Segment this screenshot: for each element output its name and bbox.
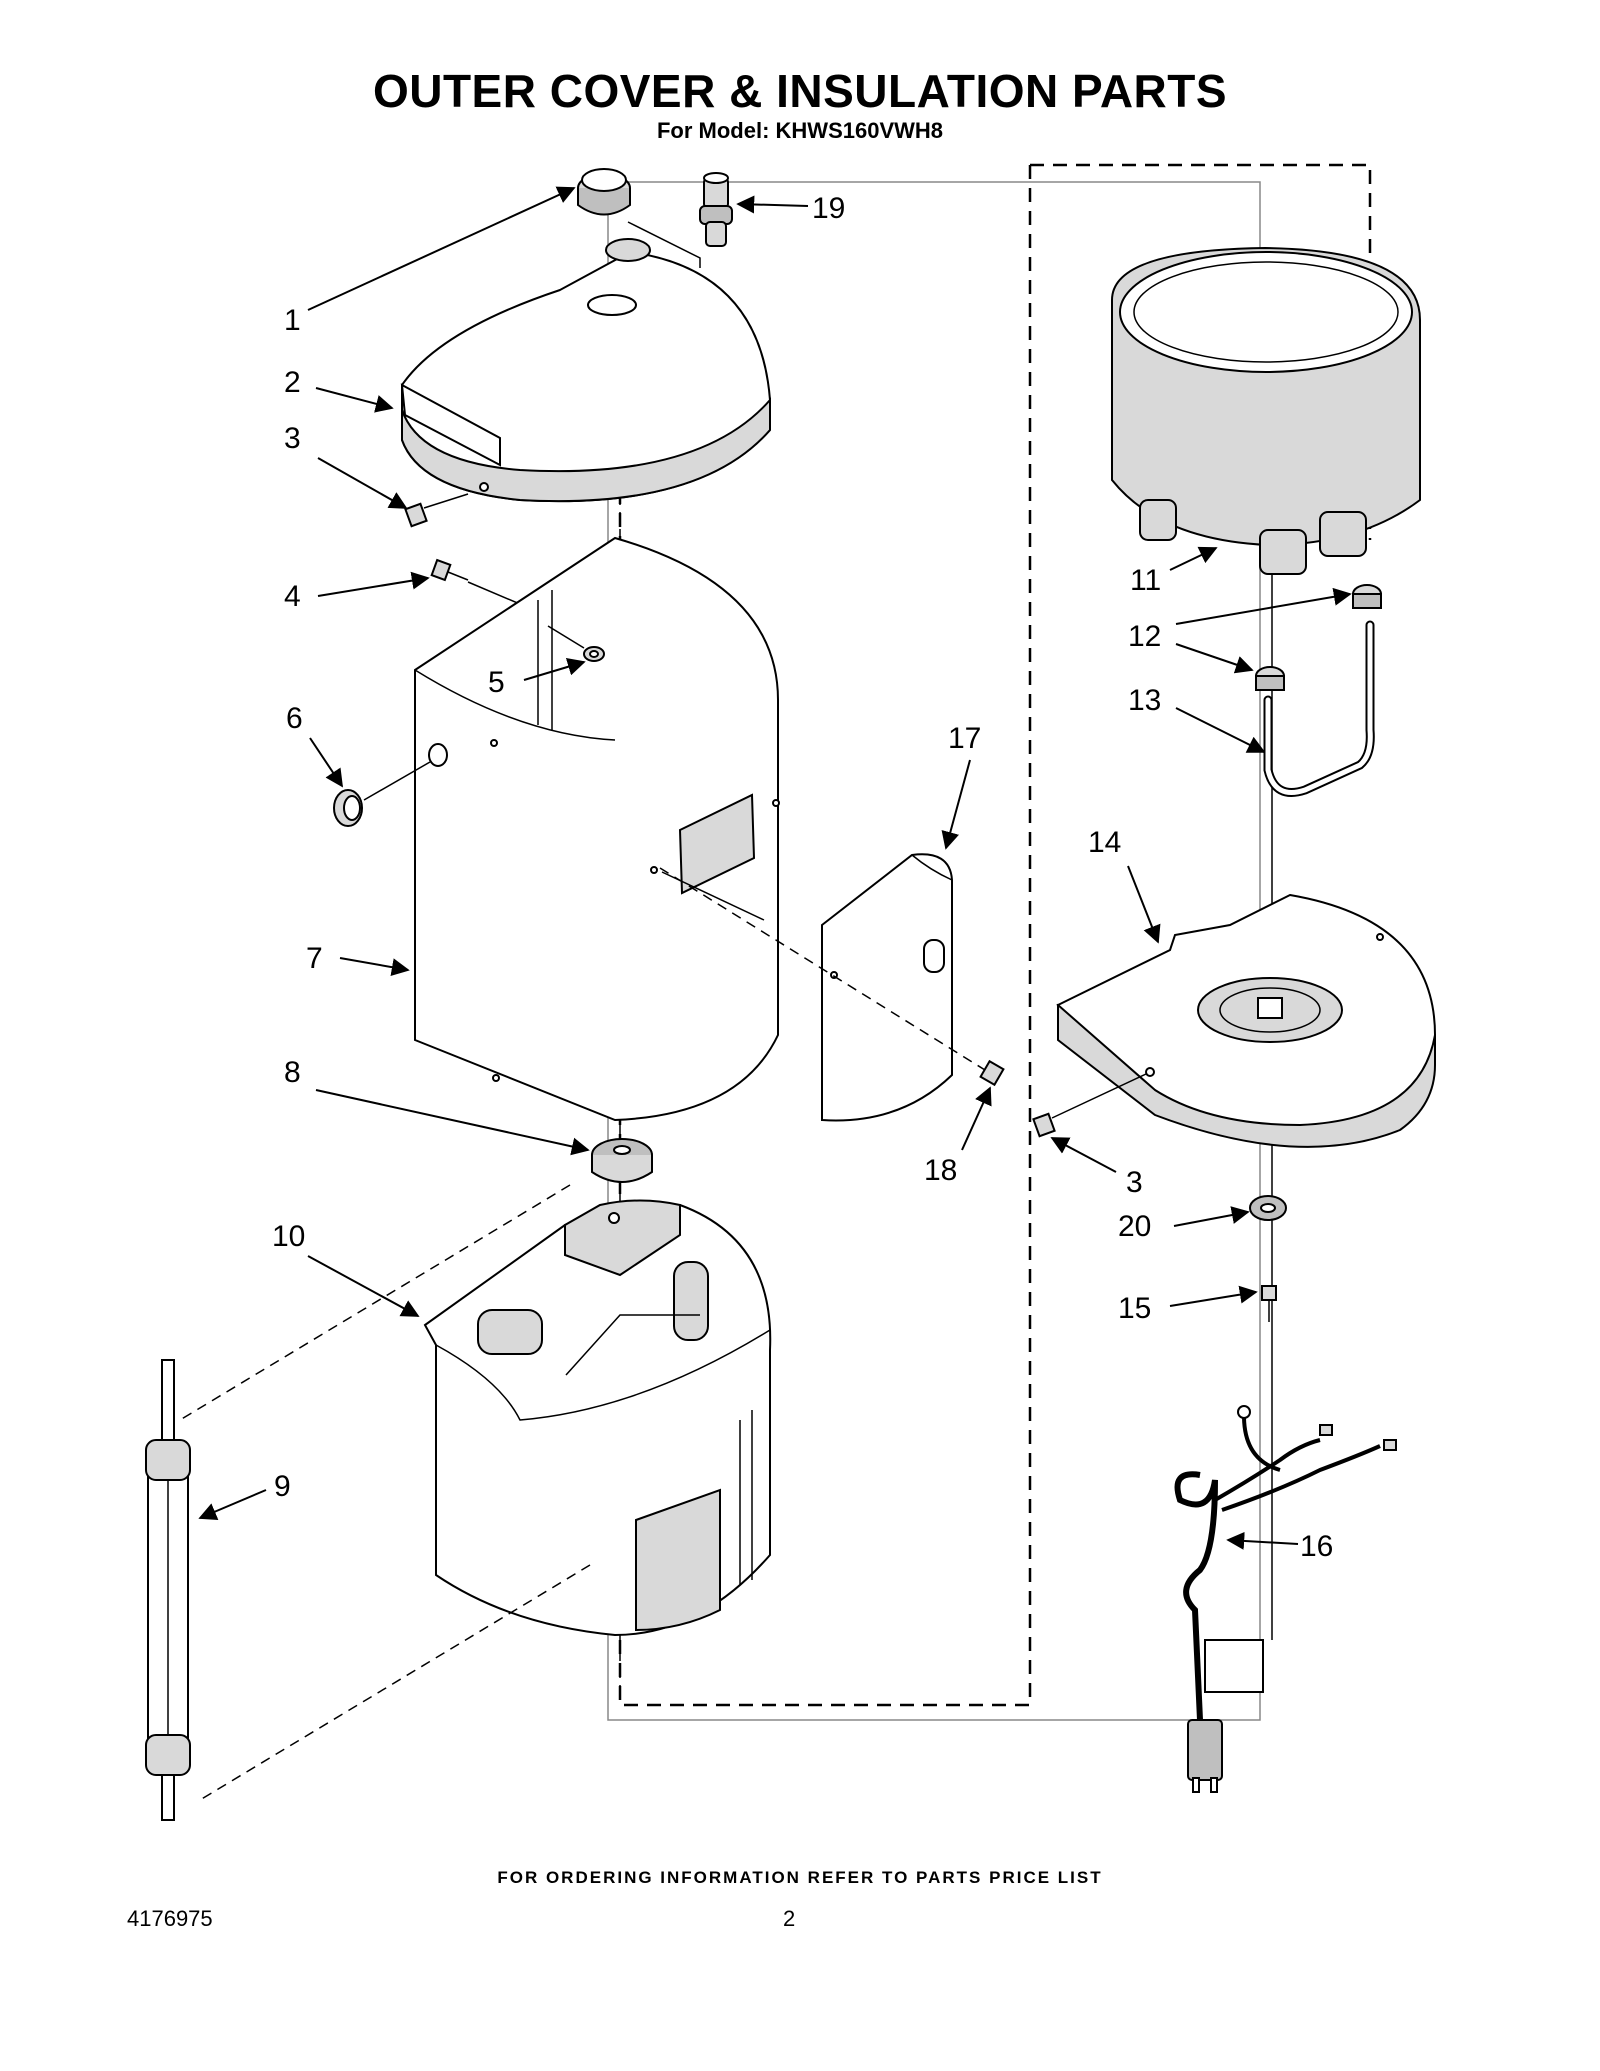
leader-14: [1127, 865, 1161, 944]
callout-5: 5: [488, 666, 505, 699]
leader-7-hole: [661, 871, 765, 921]
part-6-grommet: [333, 761, 431, 827]
callout-10: 10: [272, 1220, 305, 1253]
dash-10-to-9-top: [179, 1184, 571, 1421]
part-1-plug: [577, 168, 631, 216]
callout-12: 12: [1128, 620, 1161, 653]
callout-13: 13: [1128, 684, 1161, 717]
leader-2: [315, 387, 394, 413]
leader-9: [198, 1489, 267, 1520]
callout-15: 15: [1118, 1292, 1151, 1325]
leader-4: [317, 571, 430, 597]
leader-16: [1226, 1531, 1299, 1550]
leader-17: [941, 759, 971, 850]
dash-17-to-18: [659, 867, 986, 1071]
leader-15: [1169, 1285, 1258, 1307]
callout-11: 11: [1130, 564, 1161, 597]
callout-20: 20: [1118, 1210, 1151, 1243]
callout-7: 7: [306, 942, 323, 975]
leader-20: [1173, 1206, 1250, 1227]
callout-1: 1: [284, 304, 301, 337]
part-14-bottom-pan: [1056, 893, 1437, 1148]
part-9-insulation-tube: [145, 1359, 191, 1821]
leader-12b: [1175, 643, 1254, 674]
callout-8: 8: [284, 1056, 301, 1089]
ordering-note: FOR ORDERING INFORMATION REFER TO PARTS …: [497, 1868, 1103, 1887]
part-17-shield: [821, 853, 953, 1122]
callout-3a: 3: [284, 422, 301, 455]
leader-13: [1175, 707, 1266, 753]
leader-12a: [1175, 587, 1352, 625]
page-number: 2: [783, 1906, 796, 1931]
callout-3b: 3: [1126, 1166, 1143, 1199]
part-8-bushing: [591, 1138, 653, 1183]
callout-18: 18: [924, 1154, 957, 1187]
part-20-washer: [1249, 1195, 1287, 1221]
callout-2: 2: [284, 366, 301, 399]
callout-14: 14: [1088, 826, 1121, 859]
part-13-tubing-inner: [1265, 622, 1373, 795]
assembly-frame-dashed: [618, 163, 1372, 1707]
leader-10: [307, 1255, 420, 1317]
leader-11: [1169, 546, 1218, 571]
callout-19: 19: [812, 192, 845, 225]
page-title: OUTER COVER & INSULATION PARTS: [372, 65, 1228, 117]
leader-5: [523, 658, 586, 681]
part-5-washer: [547, 625, 605, 662]
part-19-fitting: [627, 172, 733, 268]
leader-3b: [1050, 1137, 1117, 1173]
part-7-outer-jacket: [414, 536, 780, 1122]
callout-17: 17: [948, 722, 981, 755]
leader-7: [339, 957, 410, 977]
part-16-power-cord: [1174, 1405, 1397, 1793]
part-3-screw-bottom: [1032, 1073, 1147, 1138]
leader-3a: [317, 457, 408, 509]
dash-10-to-9-bottom: [199, 1564, 591, 1801]
part-11-insulation-top: [1111, 246, 1421, 575]
part-10-insulation-base: [423, 1199, 772, 1637]
leader-8: [315, 1089, 590, 1156]
leader-18: [961, 1086, 992, 1151]
part-3-screw-top: [404, 493, 469, 528]
callout-4: 4: [284, 580, 301, 613]
callout-6: 6: [286, 702, 303, 735]
part-2-top-cover: [400, 238, 771, 503]
part-18-screw: [979, 1059, 1005, 1087]
callout-16: 16: [1300, 1530, 1333, 1563]
document-number: 4176975: [127, 1906, 213, 1931]
part-12-caps: [1255, 584, 1382, 691]
model-subtitle: For Model: KHWS160VWH8: [656, 118, 944, 143]
part-15-screw: [1261, 1285, 1277, 1322]
leader-6: [309, 737, 343, 788]
leader-1: [307, 186, 576, 311]
callout-9: 9: [274, 1470, 291, 1503]
leader-19: [736, 195, 809, 214]
